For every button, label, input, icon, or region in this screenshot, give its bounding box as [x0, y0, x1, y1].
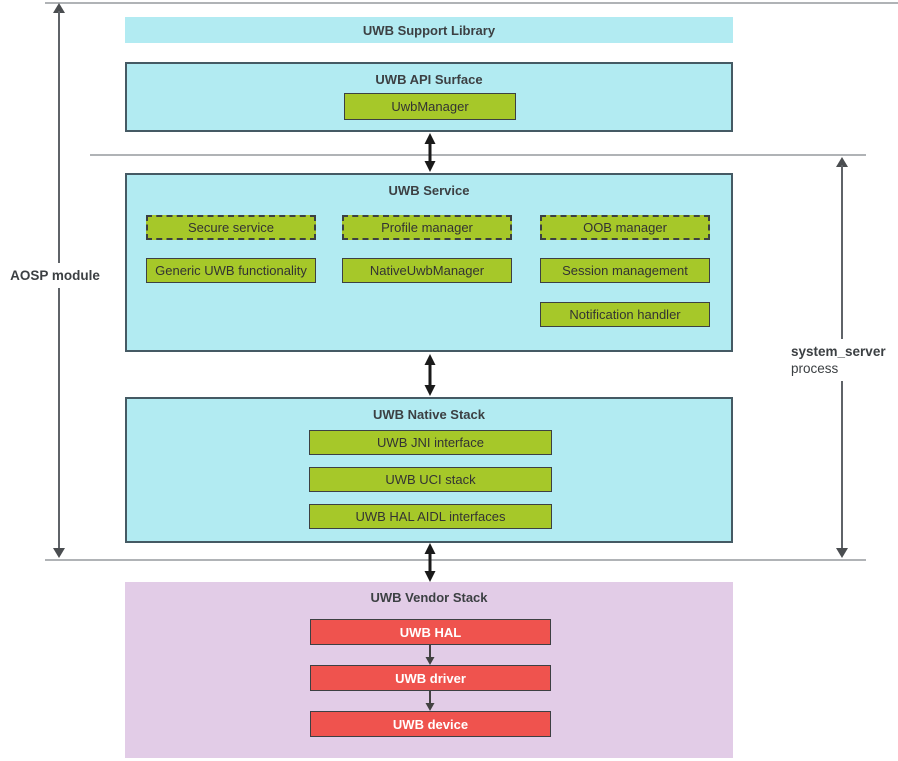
- uwb-support-library-bar: UWB Support Library: [125, 17, 733, 43]
- hal-driver-arrow-icon: [425, 645, 435, 665]
- notification-handler-chip: Notification handler: [540, 302, 710, 327]
- uwb-driver-chip: UWB driver: [310, 665, 551, 691]
- uwb-api-surface-box: UWB API Surface UwbManager: [125, 62, 733, 132]
- uwb-vendor-stack-box: UWB Vendor Stack UWB HAL UWB driver UWB …: [125, 582, 733, 758]
- uwb-api-surface-title: UWB API Surface: [375, 72, 483, 87]
- uwb-native-stack-title: UWB Native Stack: [373, 407, 485, 422]
- oob-manager-chip: OOB manager: [540, 215, 710, 240]
- uwb-vendor-stack-title: UWB Vendor Stack: [370, 590, 488, 605]
- aosp-module-label: AOSP module: [2, 263, 108, 288]
- native-vendor-arrow-icon: [424, 543, 436, 582]
- system-server-span-arrowhead-top-icon: [836, 157, 848, 167]
- separator-line-bottom: [45, 559, 866, 561]
- driver-device-arrow-icon: [425, 691, 435, 711]
- uwb-native-stack-box: UWB Native Stack UWB JNI interface UWB U…: [125, 397, 733, 543]
- uwb-uci-stack-chip: UWB UCI stack: [309, 467, 552, 492]
- secure-service-chip: Secure service: [146, 215, 316, 240]
- system-server-label-line2: process: [791, 361, 839, 376]
- system-server-span-arrowhead-bottom-icon: [836, 548, 848, 558]
- system-server-label: system_server process: [789, 339, 898, 381]
- uwb-jni-interface-chip: UWB JNI interface: [309, 430, 552, 455]
- generic-uwb-functionality-chip: Generic UWB functionality: [146, 258, 316, 283]
- uwb-hal-chip: UWB HAL: [310, 619, 551, 645]
- aosp-span-arrowhead-bottom-icon: [53, 548, 65, 558]
- uwb-service-title: UWB Service: [388, 183, 470, 198]
- system-server-label-line1: system_server: [791, 344, 886, 359]
- uwb-service-box: UWB Service Secure service Profile manag…: [125, 173, 733, 352]
- uwb-device-chip: UWB device: [310, 711, 551, 737]
- aosp-span-arrowhead-top-icon: [53, 3, 65, 13]
- nativeuwbmanager-chip: NativeUwbManager: [342, 258, 512, 283]
- api-service-arrow-icon: [424, 133, 436, 172]
- profile-manager-chip: Profile manager: [342, 215, 512, 240]
- separator-line-top: [45, 2, 898, 4]
- session-management-chip: Session management: [540, 258, 710, 283]
- uwbmanager-chip: UwbManager: [344, 93, 516, 120]
- separator-line-middle: [90, 154, 866, 156]
- uwb-hal-aidl-interfaces-chip: UWB HAL AIDL interfaces: [309, 504, 552, 529]
- service-native-arrow-icon: [424, 354, 436, 396]
